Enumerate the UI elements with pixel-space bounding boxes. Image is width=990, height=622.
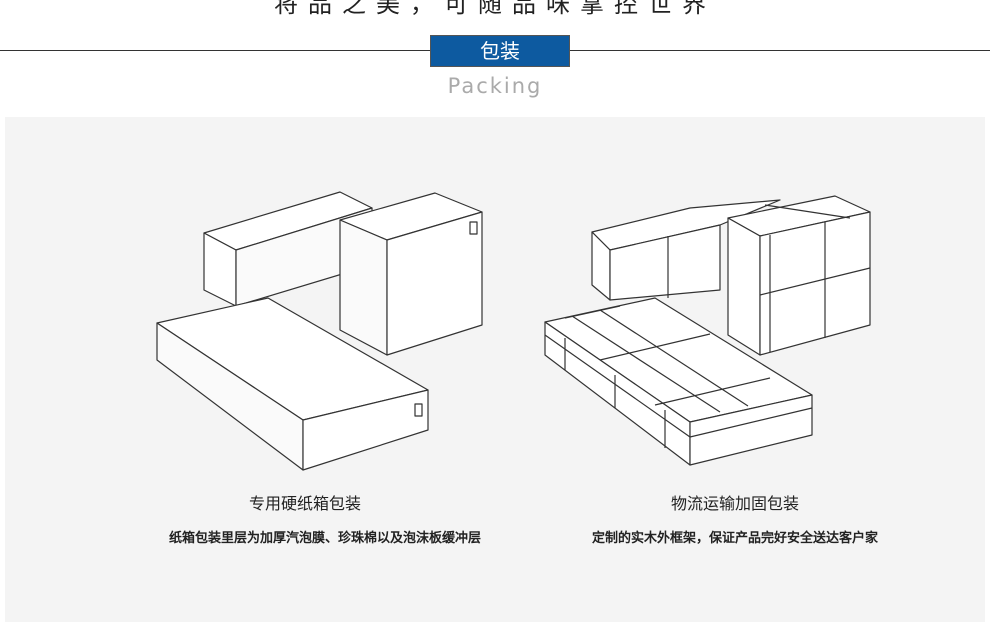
section-subtitle: Packing <box>447 74 543 98</box>
crate-description: 定制的实木外框架，保证产品完好安全送达客户家 <box>591 531 878 546</box>
carton-description: 纸箱包装里层为加厚汽泡膜、珍珠棉以及泡沫板缓冲层 <box>168 531 481 546</box>
divider-right <box>570 50 990 51</box>
crate-title: 物流运输加固包装 <box>670 494 799 513</box>
divider-left <box>0 50 430 51</box>
carton-boxes-illustration <box>156 191 483 471</box>
carton-title: 专用硬纸箱包装 <box>248 494 361 513</box>
tagline: 将品之美，可随品味掌控世界 <box>274 0 716 18</box>
wooden-crate-illustration <box>544 195 871 466</box>
section-title: 包装 <box>430 35 570 67</box>
